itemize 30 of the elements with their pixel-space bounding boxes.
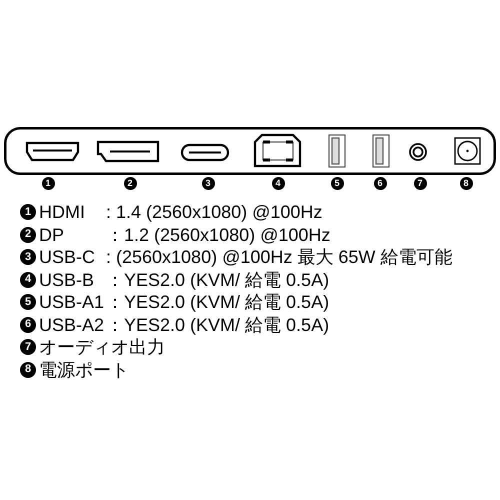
callout-number: 6 <box>20 316 36 333</box>
port-name: USB-C <box>39 246 96 268</box>
port-name: オーディオ出力 <box>39 336 165 358</box>
callout-number: 4 <box>20 272 36 288</box>
callout-number: 7 <box>414 177 426 190</box>
port-name: USB-A2 <box>39 314 104 336</box>
port-name: DP <box>39 224 64 246</box>
port-spec: : (2560x1080) @100Hz 最大 65W 給電可能 <box>106 246 452 268</box>
port-spec: ：1.2 (2560x1080) @100Hz <box>106 224 330 246</box>
callout-number: 7 <box>20 339 36 356</box>
port-name: USB-A1 <box>39 291 104 314</box>
callout-number: 5 <box>330 177 344 190</box>
callout-number: 3 <box>20 249 36 266</box>
callout-number: 3 <box>202 177 214 190</box>
port-name: HDMI <box>39 201 85 224</box>
port-spec: ：YES2.0 (KVM/ 給電 0.5A) <box>106 291 330 314</box>
callout-number: 4 <box>272 177 284 190</box>
port-name: 電源ポート <box>39 358 129 381</box>
callout-number: 8 <box>460 177 472 190</box>
callout-number: 2 <box>124 177 136 190</box>
callout-number: 1 <box>20 204 36 220</box>
port-name: USB-B <box>39 268 94 291</box>
callout-number: 1 <box>42 177 54 190</box>
port-spec: ：YES2.0 (KVM/ 給電 0.5A) <box>106 314 330 336</box>
callout-number: 2 <box>20 226 36 243</box>
port-spec: ：YES2.0 (KVM/ 給電 0.5A) <box>106 268 330 291</box>
callout-number: 6 <box>374 177 386 190</box>
callout-number: 8 <box>20 362 36 378</box>
callout-number: 5 <box>20 294 36 310</box>
port-spec: : 1.4 (2560x1080) @100Hz <box>106 201 322 224</box>
